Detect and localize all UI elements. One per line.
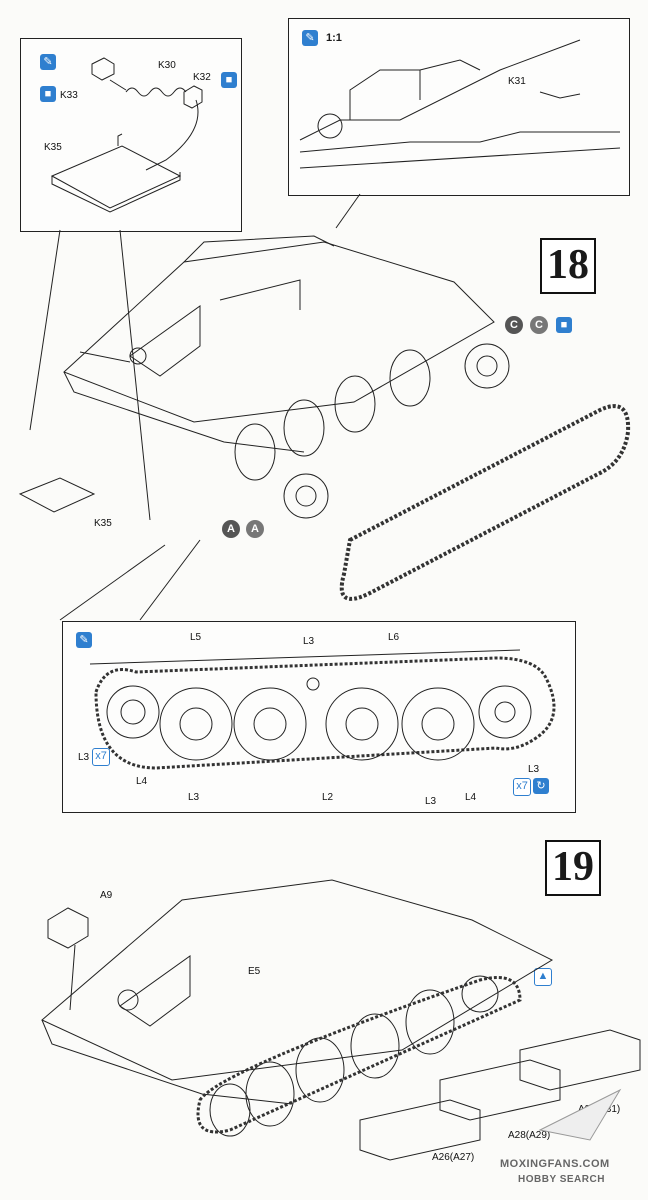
part-k35-plate xyxy=(50,145,182,209)
track-detail-frame xyxy=(62,621,576,813)
label-l4-right: L4 xyxy=(465,792,477,803)
label-l3-bottom-left: L3 xyxy=(188,792,200,803)
label-l3-bottom-right: L3 xyxy=(425,796,437,807)
scale-label: 1:1 xyxy=(326,32,342,44)
fender-a26 xyxy=(359,1099,481,1161)
label-l6: L6 xyxy=(388,632,400,643)
track-detail-drawing xyxy=(89,649,556,770)
label-a9: A9 xyxy=(100,890,113,901)
detail-frame-spring xyxy=(20,38,242,232)
track-loop xyxy=(339,404,631,601)
marker-c-paren: C xyxy=(530,316,548,334)
label-l2: L2 xyxy=(322,792,334,803)
label-e5: E5 xyxy=(248,966,261,977)
cement-icon: ■ xyxy=(556,317,572,333)
glue-brush-icon: ✎ xyxy=(76,632,92,648)
cement-icon: ■ xyxy=(40,86,56,102)
part-k35-lower xyxy=(18,477,96,513)
watermark-arrow xyxy=(538,1088,622,1141)
count-badge-left: x7 xyxy=(92,748,110,766)
watermark-shop: HOBBY SEARCH xyxy=(518,1174,605,1185)
label-k35-lower: K35 xyxy=(94,518,112,529)
marker-c: C xyxy=(505,316,523,334)
gun-mount-detail xyxy=(299,39,581,141)
label-l3-top: L3 xyxy=(303,636,315,647)
flip-icon: ↻ xyxy=(533,778,549,794)
count-badge-right: x7 xyxy=(513,778,531,796)
label-k32: K32 xyxy=(193,72,211,83)
watermark-site: MOXINGFANS.COM xyxy=(500,1158,610,1170)
glue-brush-icon: ✎ xyxy=(302,30,318,46)
paint-icon: ▲ xyxy=(534,968,552,986)
part-k30-spring xyxy=(125,87,187,97)
marker-a: A xyxy=(222,520,240,538)
vehicle-step18 xyxy=(63,235,510,519)
label-k31: K31 xyxy=(508,76,526,87)
glue-brush-icon: ✎ xyxy=(40,54,56,70)
part-k33-block xyxy=(91,57,115,81)
step-number-19: 19 xyxy=(545,840,601,896)
marker-a-paren: A xyxy=(246,520,264,538)
vehicle-step19 xyxy=(41,879,641,1161)
label-a28-a29: A28(A29) xyxy=(508,1130,551,1141)
cement-icon: ■ xyxy=(221,72,237,88)
fender-a30 xyxy=(519,1029,641,1091)
label-a26-a27: A26(A27) xyxy=(432,1152,475,1163)
label-l4-left: L4 xyxy=(136,776,148,787)
label-k33: K33 xyxy=(60,90,78,101)
label-l5: L5 xyxy=(190,632,202,643)
label-l3-left: L3 xyxy=(78,752,90,763)
detail-frame-gun xyxy=(288,18,630,196)
fender-a28 xyxy=(439,1059,561,1121)
part-k32-bracket xyxy=(183,85,203,109)
step-number-18: 18 xyxy=(540,238,596,294)
label-k35-top: K35 xyxy=(44,142,62,153)
label-l3-right: L3 xyxy=(528,764,540,775)
label-k30: K30 xyxy=(158,60,176,71)
